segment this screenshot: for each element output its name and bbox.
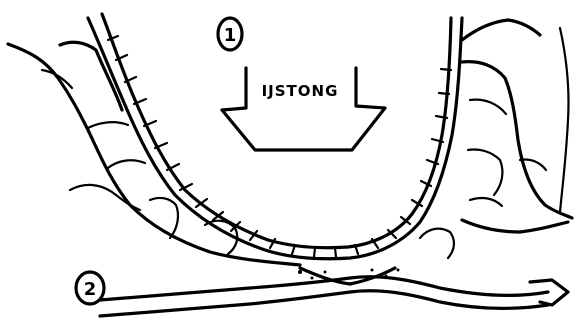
meltwater-stream xyxy=(100,268,568,316)
glacier-bed xyxy=(88,14,462,259)
step-1-label: 1 xyxy=(224,25,237,46)
step-1-marker: 1 xyxy=(218,18,242,50)
arrow-text: IJSTONG xyxy=(262,82,339,100)
step-2-label: 2 xyxy=(84,279,97,300)
ice-flow-arrow: IJSTONG xyxy=(222,68,385,150)
step-2-marker: 2 xyxy=(76,272,104,304)
